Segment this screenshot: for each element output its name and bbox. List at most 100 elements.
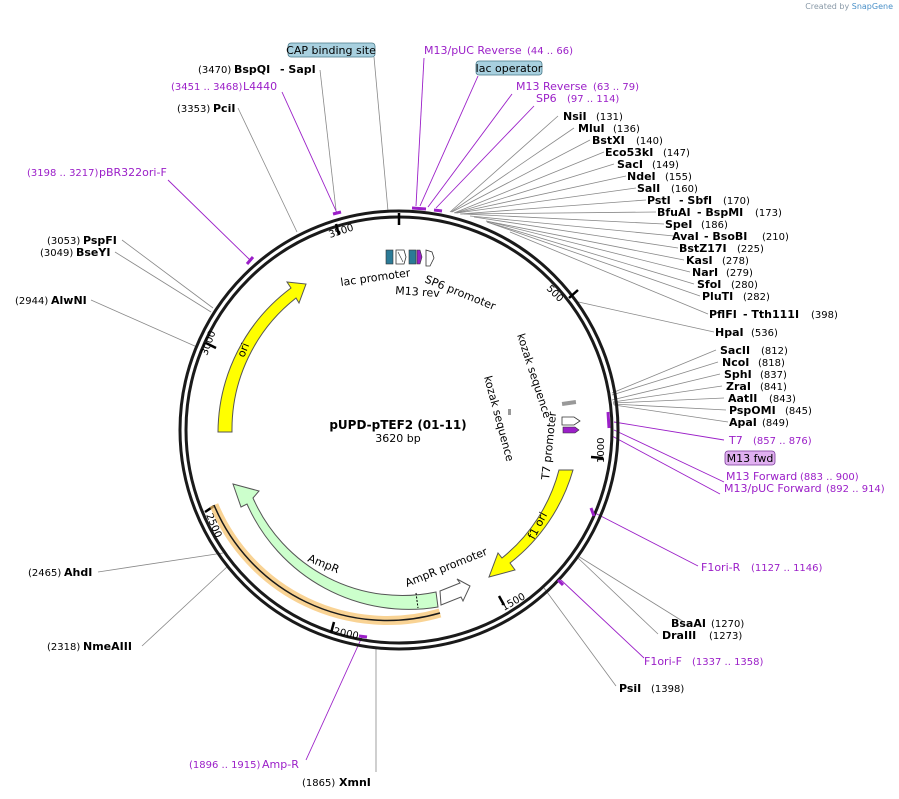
enzyme-sacii[interactable]: SacII (720, 344, 750, 357)
primer-amp-r-pos: (1896 .. 1915) (189, 760, 261, 771)
enzyme-ndei[interactable]: NdeI (627, 170, 656, 183)
plasmid-name: pUPD-pTEF2 (01-11) (329, 418, 466, 432)
enzyme-spei[interactable]: SpeI (665, 218, 692, 231)
enzyme-psti[interactable]: PstI (647, 194, 671, 207)
enzyme-pluti[interactable]: PluTI (702, 290, 733, 303)
enzyme-bfuai-pos: (173) (755, 208, 782, 219)
enzyme-bsaai[interactable]: BsaAI (671, 617, 706, 630)
primer-f1ori-f-name[interactable]: F1ori-F (644, 655, 682, 668)
enzyme-sfoi[interactable]: SfoI (697, 278, 721, 291)
m13-rev-arrow (416, 249, 423, 265)
primer-t7-name[interactable]: T7 (728, 434, 743, 447)
ampr-promoter-arrow[interactable] (439, 578, 471, 606)
enzyme-aatii[interactable]: AatII (728, 392, 757, 405)
enzyme-nsii[interactable]: NsiI (563, 110, 587, 123)
enzyme-ndei-pos: (155) (665, 172, 692, 183)
kozak-sequence-mark-1[interactable] (561, 400, 577, 406)
ampr-feature-arrow[interactable] (232, 483, 439, 610)
primer-sp6-pos: (97 .. 114) (567, 94, 619, 105)
primer-m13-reverse-name[interactable]: M13 Reverse (516, 80, 587, 93)
enzyme-eco53ki-pos: (147) (663, 148, 690, 159)
credit-prefix: Created by (805, 2, 850, 11)
enzyme-psii[interactable]: PsiI (619, 682, 641, 695)
enzyme-mlui[interactable]: MluI (578, 122, 605, 135)
amp-r-mark (358, 634, 368, 639)
enzyme-alwni-pos: (2944) (15, 296, 48, 307)
enzyme-bsaai-pos: (1270) (711, 619, 744, 630)
ori-feature-arrow[interactable] (217, 281, 307, 433)
enzyme-sali[interactable]: SalI (637, 182, 660, 195)
enzyme-psti-pos: (170) (723, 196, 750, 207)
enzyme-apai[interactable]: ApaI (729, 416, 757, 429)
enzyme-aatii-pos: (843) (769, 394, 796, 405)
enzyme-zrai[interactable]: ZraI (726, 380, 751, 393)
cap-binding-site-label: CAP binding site (286, 44, 376, 57)
kozak-sequence-mark-2[interactable] (508, 409, 511, 415)
enzyme-bspmi[interactable]: - BspMI (697, 206, 743, 219)
ampr-outer-band-line (213, 504, 441, 622)
enzyme-nmeaiii-pos: (2318) (47, 642, 80, 653)
enzyme-kasi-pos: (278) (722, 256, 749, 267)
primer-m13-puc-forward-name[interactable]: M13/pUC Forward (724, 482, 822, 495)
enzyme-xmni[interactable]: XmnI (339, 776, 371, 789)
enzyme-nari[interactable]: NarI (692, 266, 718, 279)
lac-operator-block (408, 249, 417, 265)
plasmid-length: 3620 bp (375, 432, 420, 445)
t7-promoter-arrow[interactable] (561, 416, 581, 426)
enzyme-bstz17i-pos: (225) (737, 244, 764, 255)
enzyme-ncoi-pos: (818) (758, 358, 785, 369)
enzyme-sbfi[interactable]: - SbfI (679, 194, 712, 207)
enzyme-draiii[interactable]: DraIII (662, 629, 696, 642)
kozak-sequence-label-2: kozak sequence (481, 374, 516, 463)
primer-pbr322ori-f-name[interactable]: pBR322ori-F (99, 166, 167, 179)
lac-cluster[interactable] (385, 249, 435, 267)
enzyme-psii-pos: (1398) (651, 684, 684, 695)
enzyme-bseyi[interactable]: BseYI (76, 246, 110, 259)
m13-fwd-arrow[interactable] (562, 426, 580, 434)
enzyme-ahdi[interactable]: AhdI (64, 566, 92, 579)
enzyme-kasi[interactable]: KasI (686, 254, 713, 267)
enzyme-alwni[interactable]: AlwNI (51, 294, 87, 307)
enzyme-pflfi[interactable]: PflFI (709, 308, 737, 321)
enzyme-bfuai[interactable]: BfuAI (657, 206, 691, 219)
primer-m13-puc-reverse-name[interactable]: M13/pUC Reverse (424, 44, 522, 57)
primer-amp-r-name[interactable]: Amp-R (262, 758, 299, 771)
enzyme-sphi[interactable]: SphI (724, 368, 752, 381)
enzyme-saci-pos: (149) (652, 160, 679, 171)
enzyme-pspomi[interactable]: PspOMI (729, 404, 776, 417)
primer-sp6-name[interactable]: SP6 (536, 92, 557, 105)
cap-binding-site-box[interactable]: CAP binding site (286, 42, 376, 58)
lac-operator-label: lac operator (476, 62, 543, 75)
enzyme-hpai[interactable]: HpaI (715, 326, 744, 339)
primer-l4440-name[interactable]: L4440 (243, 80, 277, 93)
t7-promoter-label: T7 promoter (539, 411, 559, 482)
enzyme-ncoi[interactable]: NcoI (722, 356, 749, 369)
lac-promoter-arrow (395, 249, 407, 265)
f1-ori-feature-arrow[interactable] (488, 469, 574, 578)
enzyme-bstz17i[interactable]: BstZ17I (679, 242, 727, 255)
enzyme-sapi[interactable]: - SapI (280, 63, 316, 76)
enzyme-bsobi[interactable]: - BsoBI (704, 230, 747, 243)
primer-m13-forward-name[interactable]: M13 Forward (726, 470, 797, 483)
enzyme-saci[interactable]: SacI (617, 158, 643, 171)
enzyme-bseyi-pos: (3049) (40, 248, 73, 259)
primer-f1ori-r-name[interactable]: F1ori-R (701, 561, 741, 574)
enzyme-avai[interactable]: AvaI (672, 230, 699, 243)
enzyme-pcii[interactable]: PciI (213, 102, 235, 115)
enzyme-pspfi[interactable]: PspFI (83, 234, 117, 247)
enzyme-pluti-pos: (282) (743, 292, 770, 303)
enzyme-nmeaiii[interactable]: NmeAIII (83, 640, 132, 653)
m13-fwd-box[interactable]: M13 fwd (724, 450, 776, 466)
enzyme-eco53ki[interactable]: Eco53kI (605, 146, 653, 159)
enzyme-pspomi-pos: (845) (785, 406, 812, 417)
m13-puc-reverse-mark (411, 206, 427, 211)
enzyme-bspqi[interactable]: BspQI (234, 63, 270, 76)
enzyme-labels-left: (3470) BspQI - SapI (3353) PciI (3053) P… (15, 63, 371, 789)
enzyme-apai-pos: (849) (762, 418, 789, 429)
enzyme-bstxi[interactable]: BstXI (592, 134, 625, 147)
lac-operator-box[interactable]: lac operator (475, 60, 543, 76)
enzyme-tth111i[interactable]: - Tth111I (743, 308, 799, 321)
primer-f1ori-r-pos: (1127 .. 1146) (751, 563, 823, 574)
snapgene-logo: SnapGene (851, 2, 893, 11)
